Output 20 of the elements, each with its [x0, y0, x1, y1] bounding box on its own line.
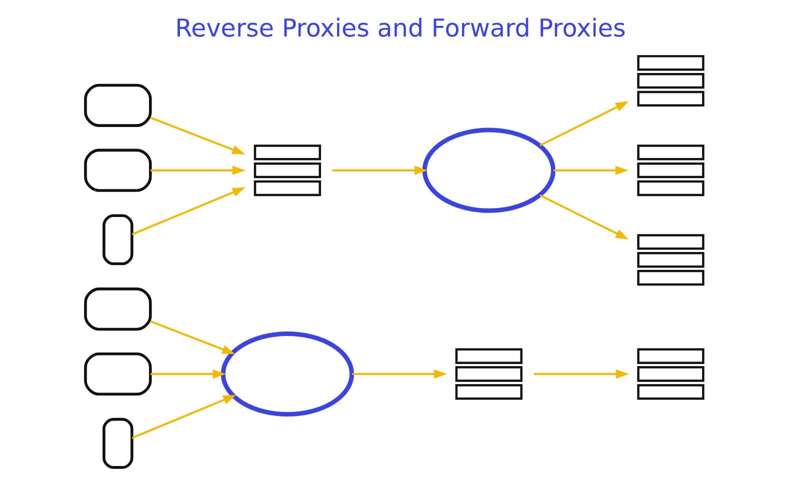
arrow: [332, 166, 428, 175]
node-laptop: [84, 84, 152, 127]
arrow: [539, 101, 628, 146]
diagram-title: Reverse Proxies and Forward Proxies: [174, 14, 626, 43]
arrow: [150, 166, 245, 175]
node-laptop: [84, 352, 152, 396]
arrow: [131, 394, 236, 439]
arrow: [352, 369, 447, 379]
node-cloud: [422, 128, 555, 213]
arrow: [552, 166, 628, 175]
arrow: [150, 320, 235, 354]
node-laptop: [84, 148, 152, 192]
arrow: [539, 194, 628, 240]
node-laptop: [84, 288, 152, 331]
arrow: [150, 116, 245, 154]
node-phone: [102, 418, 133, 469]
node-phone: [102, 214, 133, 266]
arrow: [150, 369, 226, 379]
arrow: [131, 187, 245, 236]
arrow: [533, 369, 628, 379]
